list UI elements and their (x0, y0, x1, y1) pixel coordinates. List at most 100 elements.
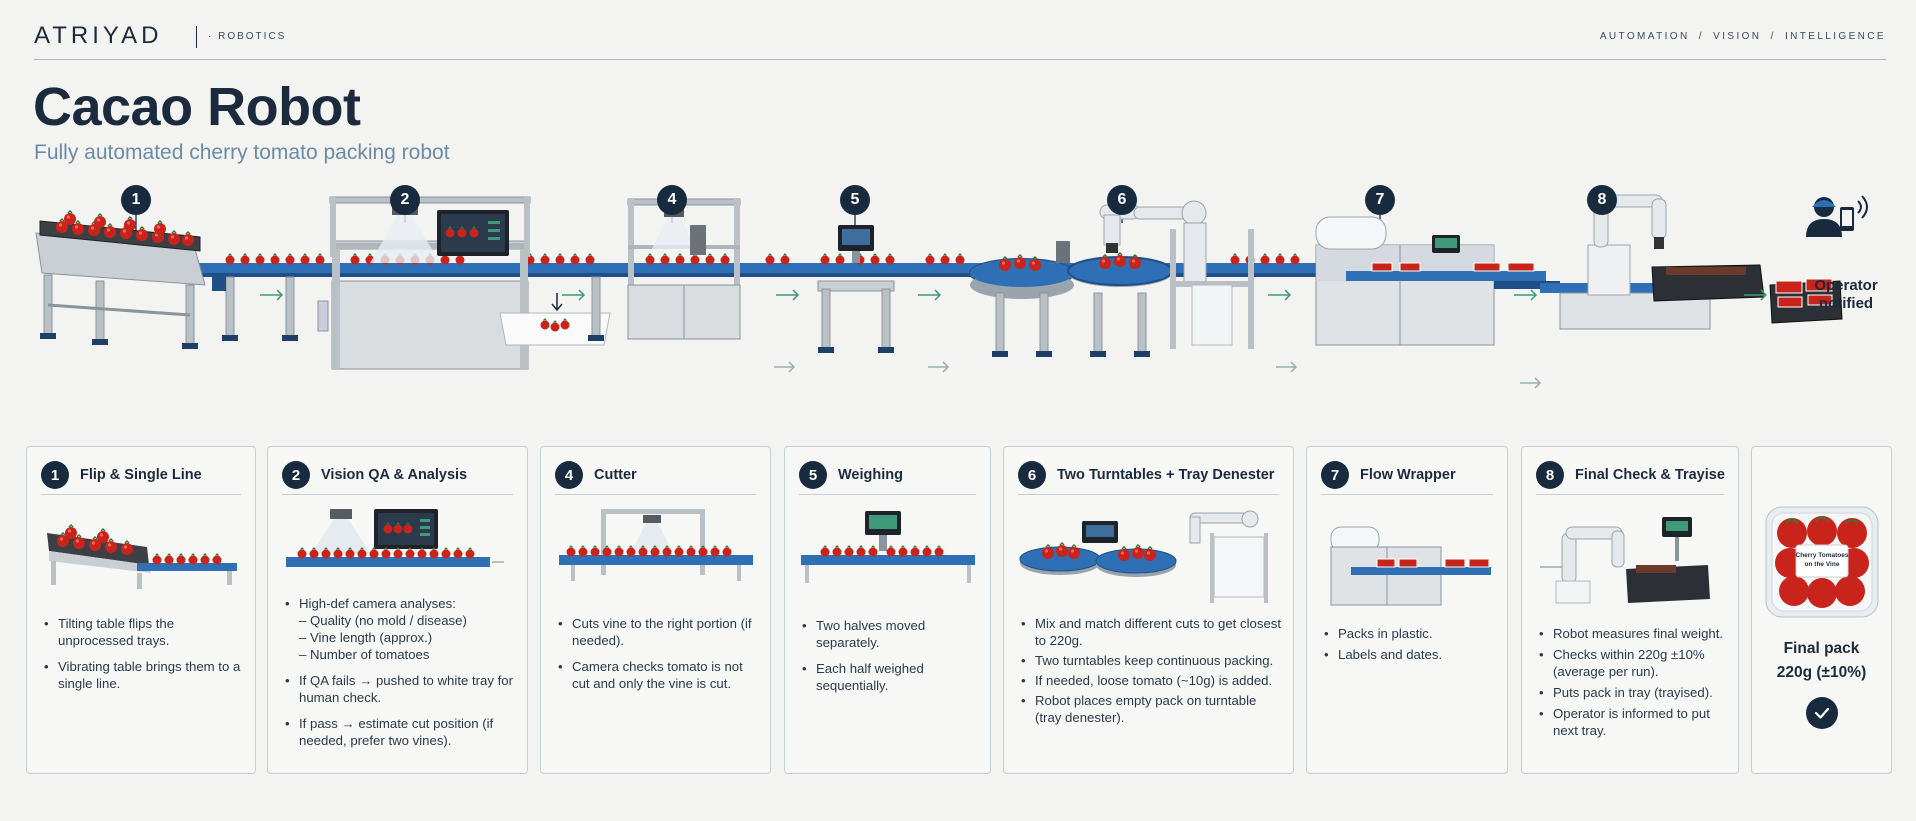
card-bullet: Puts pack in tray (trayised). (1538, 684, 1728, 701)
card-number: 6 (1018, 461, 1046, 489)
card-header: 6 Two Turntables + Tray Denester (1018, 459, 1279, 495)
step-badge-2: 2 (390, 185, 420, 215)
card-title: Vision QA & Analysis (321, 467, 468, 483)
card-header: 1 Flip & Single Line (41, 459, 241, 495)
card-header: 7 Flow Wrapper (1321, 459, 1493, 495)
card-header: 2 Vision QA & Analysis (282, 459, 513, 495)
card-title: Cutter (594, 467, 637, 483)
card-bullet: Cuts vine to the right portion (if neede… (557, 615, 760, 649)
operator-notified-label: Operator notified (1798, 277, 1894, 313)
logo-separator (196, 26, 197, 48)
card-bullet: Two turntables keep continuous packing. (1020, 652, 1283, 669)
step-card-vision-qa: 2 Vision QA & Analysis High-def camera a… (267, 446, 528, 774)
card-header: 8 Final Check & Trayise (1536, 459, 1725, 495)
step-badge-8: 8 (1587, 185, 1617, 215)
step-badge-1: 1 (121, 185, 151, 215)
card-bullet: Camera checks tomato is not cut and only… (557, 658, 760, 692)
pack-label-line1: Cherry Tomatoes (1796, 552, 1849, 559)
checkmark-icon (1806, 697, 1838, 729)
operator-person-icon (1806, 195, 1868, 237)
operator-label-line1: Operator (1814, 277, 1878, 294)
card-bullet: If QA fails → pushed to white tray for h… (284, 672, 517, 706)
step-badge-4: 4 (657, 185, 687, 215)
card-bullet: Each half weighed sequentially. (801, 660, 980, 694)
card-bullet: Robot places empty pack on turntable (tr… (1020, 692, 1283, 726)
step-card-flow-wrapper: 7 Flow Wrapper Packs in plastic. Labels … (1306, 446, 1508, 774)
card-bullet: Two halves moved separately. (801, 617, 980, 651)
card-bullet: Checks within 220g ±10% (average per run… (1538, 646, 1728, 680)
weighing-station (817, 225, 895, 354)
flow-wrapper-station (1315, 216, 1560, 346)
turntables-illustration (1019, 510, 1268, 603)
card-title: Final Check & Trayise (1575, 467, 1725, 483)
tomato-pack-illustration: Cherry Tomatoes on the Vine (1765, 506, 1879, 618)
final-check-illustration (1540, 517, 1710, 604)
step-card-turntables: 6 Two Turntables + Tray Denester Mix and… (1003, 446, 1294, 774)
step-badge-5: 5 (840, 185, 870, 215)
card-bullet-text: High-def camera analyses: (299, 596, 456, 611)
card-description: Mix and match different cuts to get clos… (1020, 615, 1283, 735)
card-title: Two Turntables + Tray Denester (1057, 467, 1275, 483)
final-pack-card: Cherry Tomatoes on the Vine Final pack 2… (1751, 446, 1892, 774)
tilt-table-illustration (47, 524, 237, 589)
card-description: Packs in plastic. Labels and dates. (1323, 625, 1497, 672)
card-bullet: Operator is informed to put next tray. (1538, 705, 1728, 739)
card-sub-bullet: – Quality (no mold / disease) (299, 613, 467, 628)
card-number: 1 (41, 461, 69, 489)
card-number: 2 (282, 461, 310, 489)
cutter-illustration (559, 509, 753, 581)
card-bullet: Vibrating table brings them to a single … (43, 658, 245, 692)
step-card-weighing: 5 Weighing Two halves moved separately. … (784, 446, 991, 774)
top-bar: ATRIYAD · ROBOTICS AUTOMATION / VISION /… (34, 20, 1886, 60)
card-bullet: Packs in plastic. (1323, 625, 1497, 642)
card-description: Two halves moved separately. Each half w… (801, 617, 980, 703)
weighing-illustration (801, 511, 975, 583)
brand-subtitle: · ROBOTICS (208, 31, 287, 42)
card-description: Tilting table flips the unprocessed tray… (43, 615, 245, 701)
step-card-cutter: 4 Cutter Cuts vine to the right portion … (540, 446, 771, 774)
card-description: Cuts vine to the right portion (if neede… (557, 615, 760, 701)
final-check-station (1540, 194, 1843, 330)
card-bullet: Tilting table flips the unprocessed tray… (43, 615, 245, 649)
step-badge-6: 6 (1107, 185, 1137, 215)
card-bullet: Robot measures final weight. (1538, 625, 1728, 642)
card-header: 4 Cutter (555, 459, 756, 495)
card-number: 5 (799, 461, 827, 489)
tilt-table (35, 210, 206, 350)
page-title: Cacao Robot (33, 77, 361, 137)
vision-camera-illustration (286, 509, 504, 567)
machine-line-drawing (35, 194, 1868, 389)
final-pack-label: Final pack 220g (±10%) (1752, 637, 1891, 685)
turntable-station (969, 200, 1254, 358)
page-subtitle: Fully automated cherry tomato packing ro… (34, 141, 450, 164)
card-description: High-def camera analyses: – Quality (no … (284, 595, 517, 758)
card-number: 7 (1321, 461, 1349, 489)
card-bullet: If pass → estimate cut position (if need… (284, 715, 517, 749)
card-title: Flow Wrapper (1360, 467, 1456, 483)
pack-label-line2: on the Vine (1805, 561, 1840, 568)
card-bullet: If needed, loose tomato (~10g) is added. (1020, 672, 1283, 689)
reject-tray (499, 293, 611, 346)
card-number: 8 (1536, 461, 1564, 489)
card-title: Flip & Single Line (80, 467, 202, 483)
process-arrows (260, 289, 1768, 301)
main-conveyor (180, 263, 1320, 273)
card-description: Robot measures final weight. Checks with… (1538, 625, 1728, 748)
card-sub-bullet: – Number of tomatoes (299, 647, 430, 662)
step-card-final-check: 8 Final Check & Trayise Robot measures f… (1521, 446, 1739, 774)
card-bullet: Labels and dates. (1323, 646, 1497, 663)
step-badge-7: 7 (1365, 185, 1395, 215)
flow-wrapper-illustration (1330, 526, 1491, 606)
card-bullet: High-def camera analyses: – Quality (no … (284, 595, 517, 663)
motor-1 (212, 277, 226, 291)
vision-qa-station (317, 196, 531, 370)
card-title: Weighing (838, 467, 903, 483)
step-card-flip: 1 Flip & Single Line Tilting table flips… (26, 446, 256, 774)
final-pack-title: Final pack (1783, 640, 1860, 657)
operator-label-line2: notified (1818, 295, 1874, 312)
header-tagline: AUTOMATION / VISION / INTELLIGENCE (1599, 31, 1886, 42)
card-bullet: Mix and match different cuts to get clos… (1020, 615, 1283, 649)
brand-logo: ATRIYAD (34, 22, 163, 49)
card-header: 5 Weighing (799, 459, 976, 495)
final-pack-weight: 220g (±10%) (1776, 664, 1867, 681)
